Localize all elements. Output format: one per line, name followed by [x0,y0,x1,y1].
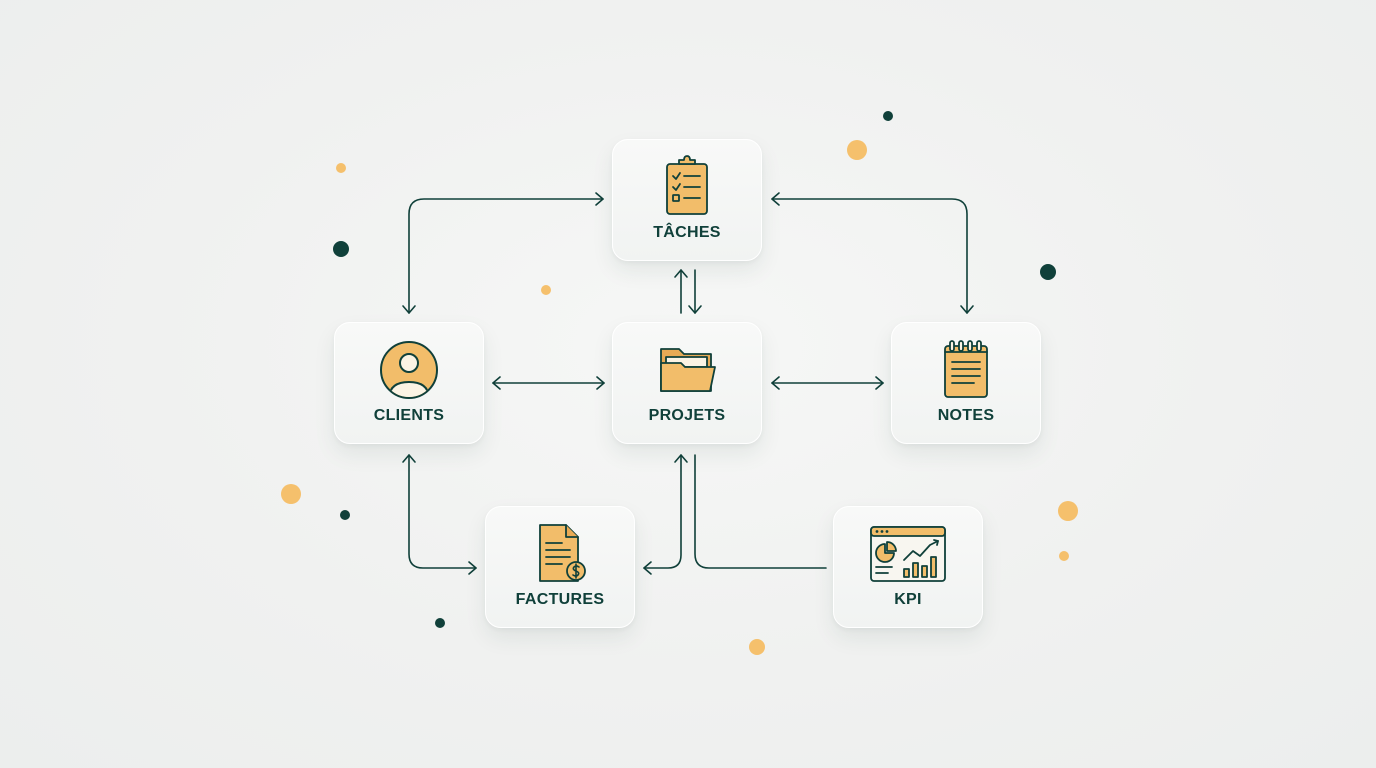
connector-clients-factures [402,454,477,575]
node-kpi[interactable]: KPI [833,506,983,628]
connector-projets-notes [771,376,884,390]
node-label-taches: TÂCHES [653,224,721,241]
connector-notes-taches [771,192,974,314]
node-taches[interactable]: TÂCHES [612,139,762,261]
connector-clients-projets [492,376,605,390]
invoice-dollar-icon [539,524,586,582]
dot [435,618,445,628]
dot [1058,501,1078,521]
dot [883,111,893,121]
dot [541,285,551,295]
connector-clients-taches [402,192,604,314]
node-notes[interactable]: NOTES [891,322,1041,444]
node-projets[interactable]: PROJETS [612,322,762,444]
dot [333,241,349,257]
folder-icon [660,348,716,392]
decorative-dots [281,111,1078,655]
dot [847,140,867,160]
dashboard-chart-icon [870,526,946,582]
notepad-icon [944,340,988,398]
node-label-clients: CLIENTS [373,407,445,424]
node-factures[interactable]: FACTURES [485,506,635,628]
node-label-projets: PROJETS [648,407,726,424]
dot [1059,551,1069,561]
dot [281,484,301,504]
dot [1040,264,1056,280]
connector-kpi-projets [694,454,827,569]
connector-projets-factures [643,454,688,575]
dot [340,510,350,520]
connector-taches-projets [674,269,702,314]
node-label-kpi: KPI [894,591,922,608]
node-label-notes: NOTES [937,407,995,424]
clipboard-checklist-icon [666,155,708,215]
node-clients[interactable]: CLIENTS [334,322,484,444]
user-avatar-icon [380,341,438,399]
node-label-factures: FACTURES [515,591,605,608]
dot [749,639,765,655]
dot [336,163,346,173]
